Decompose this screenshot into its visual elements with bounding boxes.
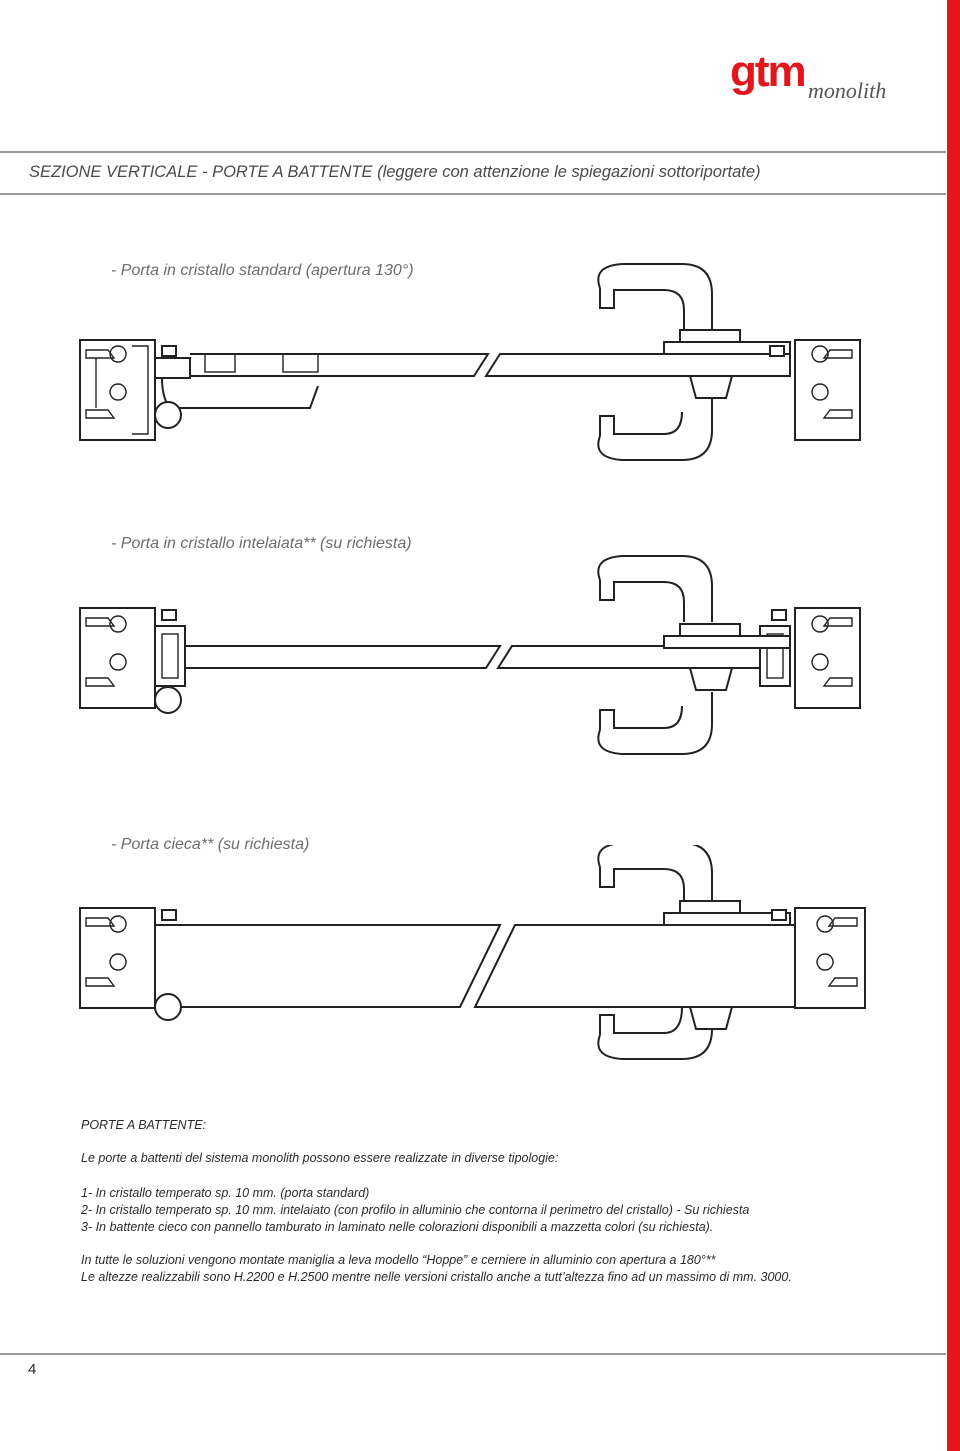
caption-blind: - Porta cieca** (su richiesta) [111,836,310,853]
text-heading: PORTE A BATTENTE: [81,1118,207,1132]
svg-text:monolith: monolith [808,78,886,102]
list-item: 1- In cristallo temperato sp. 10 mm. (po… [81,1186,370,1200]
gtm-monolith-logo: gtm monolith [730,52,886,102]
header-rule [0,151,946,153]
list-item: 2- In cristallo temperato sp. 10 mm. int… [81,1203,750,1217]
text-note-1: In tutte le soluzioni vengono montate ma… [81,1253,716,1267]
page-number: 4 [28,1361,37,1378]
list-item: 3- In battente cieco con pannello tambur… [81,1220,714,1234]
red-edge-bar [947,0,960,1451]
text-note-2: Le altezze realizzabili sono H.2200 e H.… [81,1270,792,1284]
svg-text:gtm: gtm [730,52,805,96]
caption-framed: - Porta in cristallo intelaiata** (su ri… [111,535,412,552]
section-drawing-framed [79,555,861,755]
footer-rule [0,1353,946,1355]
title-rule [0,193,946,195]
page-title: SEZIONE VERTICALE - PORTE A BATTENTE (le… [29,163,761,181]
section-drawing-standard [79,263,861,461]
caption-standard: - Porta in cristallo standard (apertura … [111,262,414,279]
section-drawing-blind [79,845,866,1060]
text-intro: Le porte a battenti del sistema monolith… [81,1151,559,1165]
